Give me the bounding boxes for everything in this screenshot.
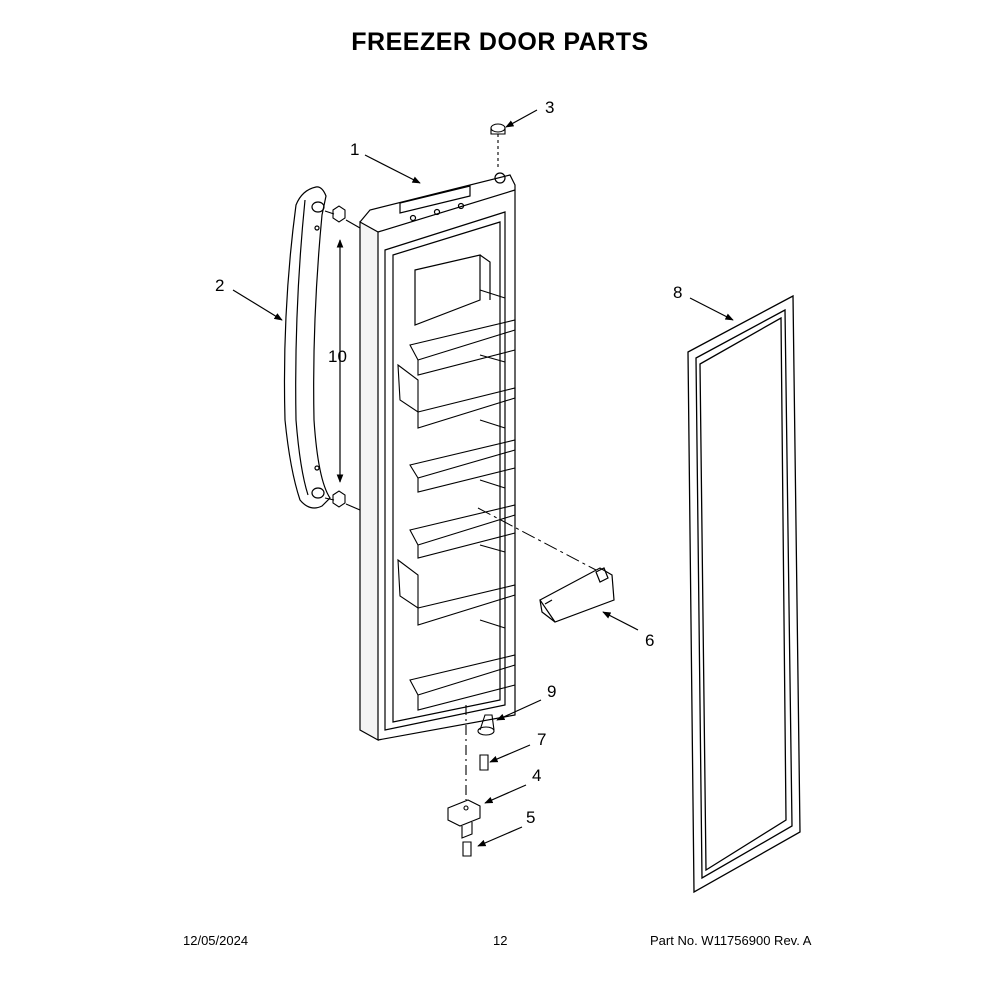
handle-mount-screws <box>324 205 361 511</box>
top-hinge-pin <box>490 123 506 168</box>
door-bin <box>409 419 516 493</box>
callout-5: 5 <box>526 808 535 827</box>
lower-hinge-hardware <box>447 705 495 857</box>
page-title: FREEZER DOOR PARTS <box>351 28 649 56</box>
callout-9: 9 <box>547 682 556 701</box>
callout-2: 2 <box>215 276 224 295</box>
hinge-screw <box>479 754 489 771</box>
callout-8: 8 <box>673 283 682 302</box>
door-bin <box>409 619 516 711</box>
bottom-hinge <box>447 799 481 827</box>
door-gasket <box>687 294 801 894</box>
door-bin <box>397 544 516 626</box>
hinge-pin <box>479 714 495 731</box>
callout-3: 3 <box>545 98 554 117</box>
callout-labels: 1 2 3 4 5 6 7 8 9 10 <box>215 98 682 827</box>
hinge-bracket-screw <box>462 841 472 857</box>
door-bin <box>409 479 516 559</box>
callout-4: 4 <box>532 766 541 785</box>
callout-6: 6 <box>645 631 654 650</box>
footer-date: 12/05/2024 <box>183 933 249 948</box>
bin-trim-part <box>539 567 615 623</box>
footer-part-number: Part No. W11756900 Rev. A <box>650 933 812 948</box>
door-bin <box>409 289 516 376</box>
callout-1: 1 <box>350 140 359 159</box>
callout-7: 7 <box>537 730 546 749</box>
door-bin <box>397 354 516 429</box>
door-handle <box>283 186 331 509</box>
bin-trim-centerline <box>477 507 597 571</box>
callout-10: 10 <box>328 347 347 366</box>
footer-page-number: 12 <box>493 933 508 948</box>
door-bins <box>397 289 516 711</box>
callout-leaders <box>232 109 734 847</box>
